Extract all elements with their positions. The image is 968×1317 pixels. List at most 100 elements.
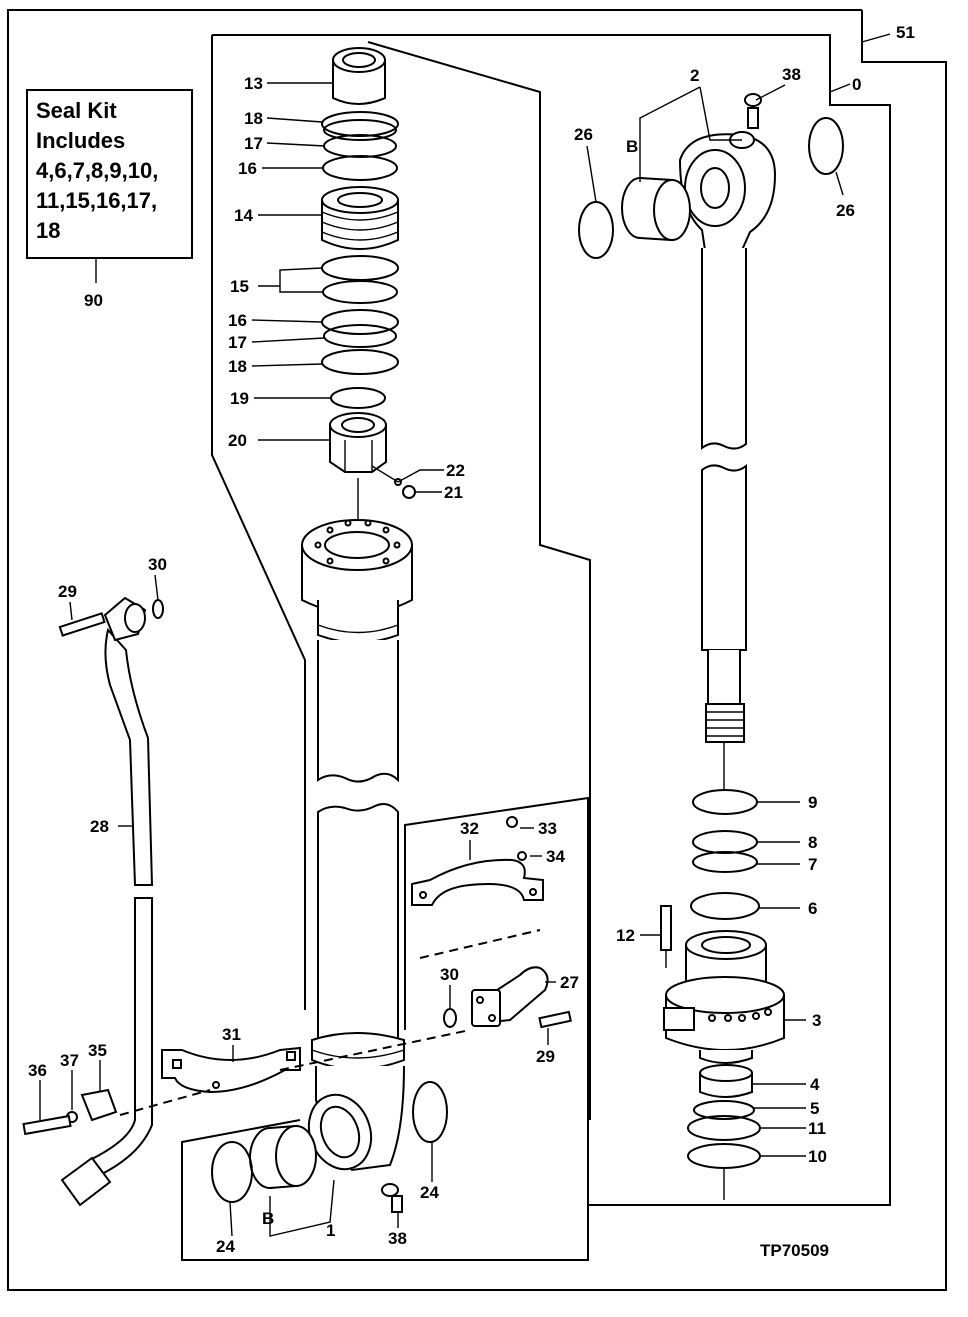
callout-34: 34 xyxy=(546,847,565,866)
callout-3: 3 xyxy=(812,1011,821,1030)
part-24-ring-right xyxy=(412,1081,448,1143)
callout-51: 51 xyxy=(896,23,915,42)
part-14-piston xyxy=(321,186,399,250)
callout-31: 31 xyxy=(222,1025,241,1044)
callout-4: 4 xyxy=(810,1075,820,1094)
part-21-screw xyxy=(402,485,416,499)
callout-36: 36 xyxy=(28,1061,47,1080)
part-10-ring xyxy=(687,1143,761,1169)
callout-6: 6 xyxy=(808,899,817,918)
part-27-elbow-fitting xyxy=(471,966,549,1027)
seal-kit-line-2: Includes xyxy=(36,128,125,153)
callout-29-mid: 29 xyxy=(536,1047,555,1066)
part-B-bushing-bottom xyxy=(249,1124,317,1189)
callout-35: 35 xyxy=(88,1041,107,1060)
seal-kit-line-4: 11,15,16,17, xyxy=(36,188,157,213)
callout-30-top: 30 xyxy=(148,555,167,574)
callout-18-lower: 18 xyxy=(228,357,247,376)
cylinder-barrel xyxy=(301,519,413,1172)
callout-B-bottom: B xyxy=(262,1209,274,1228)
callout-22: 22 xyxy=(446,461,465,480)
part-38-grease-fitting-bottom xyxy=(381,1183,403,1213)
part-22-ball xyxy=(394,478,402,486)
callout-37: 37 xyxy=(60,1051,79,1070)
seal-kit-line-3: 4,6,7,8,9,10, xyxy=(36,158,158,183)
callout-10: 10 xyxy=(808,1147,827,1166)
part-26-ring-right xyxy=(808,117,844,175)
callout-17-lower: 17 xyxy=(228,333,247,352)
part-9-ring xyxy=(692,789,758,815)
callout-17-top: 17 xyxy=(244,134,263,153)
part-29-bolt-mid xyxy=(538,1010,572,1029)
part-26-ring-left xyxy=(578,201,614,259)
part-31-clamp xyxy=(161,1046,301,1094)
callout-38-bottom: 38 xyxy=(388,1229,407,1248)
part-28-hose-end-bottom xyxy=(60,1156,112,1207)
part-3-rod-guide xyxy=(663,930,785,1064)
callout-24-right: 24 xyxy=(420,1183,439,1202)
part-33-bolt xyxy=(506,816,518,828)
part-7-ring xyxy=(692,851,758,873)
lower-box-outline xyxy=(181,796,589,1261)
part-5-ring xyxy=(693,1100,755,1120)
parts-15-16-17-18-rings-lower xyxy=(321,255,399,375)
callout-11: 11 xyxy=(808,1119,826,1138)
callout-14: 14 xyxy=(234,206,253,225)
seal-kit-box xyxy=(26,89,193,259)
callout-9: 9 xyxy=(808,793,817,812)
seal-kit-line-5: 18 xyxy=(36,218,60,243)
callout-30-mid: 30 xyxy=(440,965,459,984)
part-8-ring xyxy=(692,830,758,854)
seal-kit-ref-label: 90 xyxy=(84,291,103,310)
callout-16-top: 16 xyxy=(238,159,257,178)
callout-26-left: 26 xyxy=(574,125,593,144)
callout-15: 15 xyxy=(230,277,249,296)
callout-7: 7 xyxy=(808,855,817,874)
callout-B-top: B xyxy=(626,137,638,156)
callout-0: 0 xyxy=(852,75,861,94)
callout-21: 21 xyxy=(444,483,463,502)
callout-8: 8 xyxy=(808,833,817,852)
callout-2: 2 xyxy=(690,66,699,85)
frame-51-leader xyxy=(861,33,891,43)
part-24-ring-left xyxy=(211,1141,253,1203)
part-35-connector xyxy=(80,1088,118,1122)
callout-5: 5 xyxy=(810,1099,819,1118)
callout-13: 13 xyxy=(244,74,263,93)
callout-27: 27 xyxy=(560,973,579,992)
callout-24-left: 24 xyxy=(216,1237,235,1256)
callout-19: 19 xyxy=(230,389,249,408)
part-28-hose-end-top xyxy=(103,596,147,642)
rod-group-outline xyxy=(367,41,591,1120)
part-20-nut xyxy=(329,412,387,473)
piston-rod xyxy=(701,248,747,790)
leader-lines xyxy=(39,82,844,1237)
part-13-bushing xyxy=(332,47,386,105)
callout-28: 28 xyxy=(90,817,109,836)
part-4-bushing xyxy=(699,1064,753,1098)
frame-0-leader xyxy=(829,83,851,93)
part-38-grease-fitting-top xyxy=(729,93,762,149)
frame-51 xyxy=(7,9,947,1291)
part-34-washer xyxy=(517,851,527,861)
callout-33: 33 xyxy=(538,819,557,838)
callout-16-lower: 16 xyxy=(228,311,247,330)
part-12-bolt xyxy=(660,905,672,968)
callout-38-top: 38 xyxy=(782,65,801,84)
frame-0-left xyxy=(211,35,306,1010)
figure-id: TP70509 xyxy=(760,1241,829,1260)
part-30-oring-top xyxy=(152,599,164,619)
parts-18-17-16-rings-top xyxy=(321,111,399,181)
part-2-rod-eye xyxy=(678,133,777,251)
callout-29-top: 29 xyxy=(58,582,77,601)
part-32-clamp xyxy=(411,858,544,906)
part-29-bolt-top xyxy=(58,612,106,637)
part-19-ring xyxy=(330,387,386,409)
callout-26-right: 26 xyxy=(836,201,855,220)
callout-12: 12 xyxy=(616,926,635,945)
seal-kit-line-1: Seal Kit xyxy=(36,98,117,123)
part-B-bushing-top xyxy=(621,177,691,242)
callout-20: 20 xyxy=(228,431,247,450)
callout-32: 32 xyxy=(460,819,479,838)
